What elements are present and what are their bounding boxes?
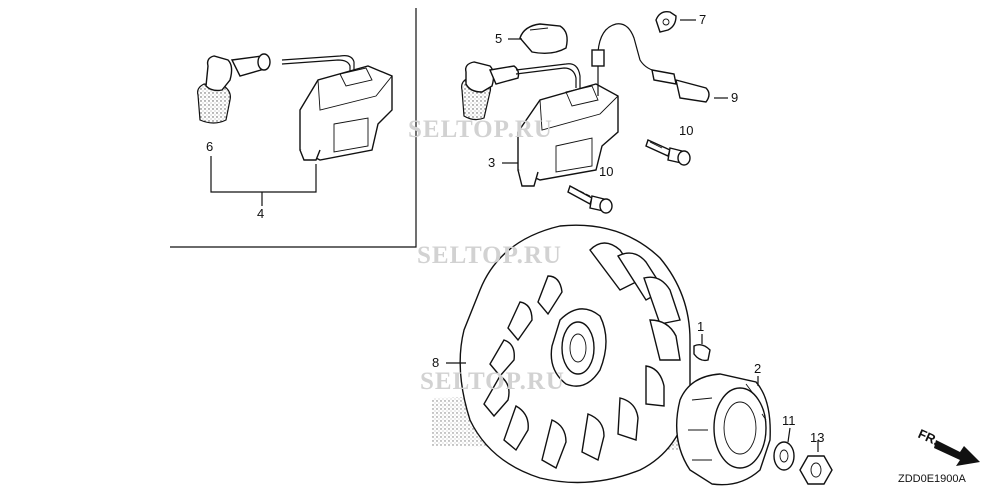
watermark: SELTOP.RU [417,242,562,269]
callout-5: 5 [495,31,503,46]
callout-2: 2 [754,361,762,376]
part-11-washer [773,427,795,471]
callout-11: 11 [782,413,796,428]
part-2-pulley [675,373,771,486]
inset-ignition-coil-assy [197,53,393,206]
part-10-bolt-upper [645,139,691,166]
diagram-code: ZDD0E1900A [898,473,966,485]
callout-9: 9 [731,90,739,105]
part-8-flywheel [446,224,691,484]
callout-3: 3 [488,155,496,170]
part-7-clip [655,10,696,33]
part-9-connector [651,69,728,103]
watermark: SELTOP.RU [408,116,553,143]
part-10-bolt-lower [567,184,613,214]
callout-8: 8 [432,355,440,370]
inset-box [170,8,417,248]
callout-10-upper: 10 [679,123,694,138]
callout-4: 4 [257,206,265,221]
part-13-nut [799,440,833,485]
callout-10-lower: 10 [599,164,614,179]
callout-13: 13 [810,430,825,445]
part-1-key [693,334,711,362]
direction-arrow [934,440,980,466]
callout-1: 1 [697,319,705,334]
part-3-coil [461,23,661,187]
part-5-cap [508,23,568,55]
callout-6: 6 [206,139,214,154]
watermark: SELTOP.RU [420,368,565,395]
callout-7: 7 [699,12,707,27]
